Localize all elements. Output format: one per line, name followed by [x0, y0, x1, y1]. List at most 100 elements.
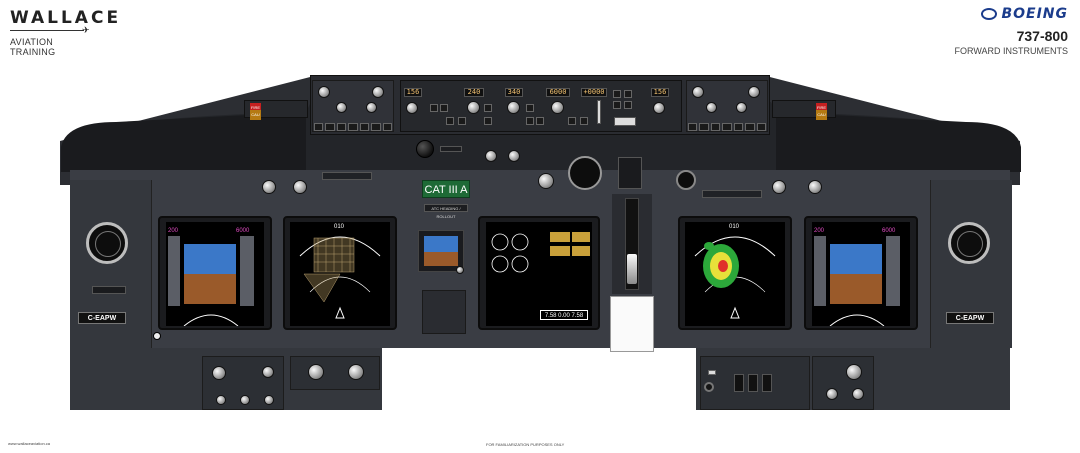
efis-data-button-left[interactable] — [359, 123, 370, 131]
autobrake-knob[interactable] — [538, 173, 554, 189]
fo-mfd-knob-lower[interactable] — [826, 388, 838, 400]
main-panel-du-knob-lower-right[interactable] — [846, 364, 862, 380]
ias-mach-readout: 240 — [464, 88, 484, 97]
fo-altitude-bug: 6000 — [882, 228, 896, 234]
cws-b-button[interactable] — [624, 101, 632, 109]
course-left-readout: 156 — [404, 88, 422, 97]
efis-data-button-right[interactable] — [733, 123, 744, 131]
aircraft-model: 737-800 — [1016, 28, 1068, 44]
course-knob-left[interactable] — [406, 102, 418, 114]
lvl-chg-button[interactable] — [484, 117, 492, 125]
fire-warn-button-right[interactable]: FIRE — [816, 103, 827, 113]
speed-knob[interactable] — [467, 101, 480, 114]
alt-hld-button[interactable] — [568, 117, 576, 125]
efis-wpt-button-right[interactable] — [710, 123, 721, 131]
eicas-fuel-readout: 7.58 0.00 7.58 — [540, 310, 588, 320]
course-knob-right[interactable] — [653, 102, 665, 114]
lower-du-selector-left[interactable] — [293, 180, 307, 194]
at-arm-switch[interactable] — [440, 104, 448, 112]
manufacturer-name: BOEING — [1001, 6, 1068, 22]
gpws-inop-light — [708, 370, 716, 375]
nd-mode-knob-right[interactable] — [706, 102, 717, 113]
fo-speed-bug: 200 — [814, 228, 825, 234]
flap-inhibit-switch[interactable] — [734, 374, 744, 392]
heading-knob[interactable] — [507, 101, 520, 114]
cmd-b-button[interactable] — [624, 90, 632, 98]
nd-range-knob-right[interactable] — [736, 102, 747, 113]
efis-sta-button-left[interactable] — [325, 123, 335, 131]
vor-loc-button[interactable] — [526, 117, 534, 125]
vs-button[interactable] — [580, 117, 588, 125]
nd-range-knob-left[interactable] — [366, 102, 377, 113]
gear-limit-placard — [610, 296, 654, 352]
captain-altitude-bug: 6000 — [236, 228, 250, 234]
standby-baro-knob[interactable] — [456, 266, 464, 274]
terrain-inhibit-switch[interactable] — [762, 374, 772, 392]
efis-terr-button-right[interactable] — [756, 123, 766, 131]
main-panel-du-selector-left[interactable] — [262, 180, 276, 194]
gear-inhibit-switch[interactable] — [748, 374, 758, 392]
baro-knob-left[interactable] — [372, 86, 384, 98]
fire-warn-button-left[interactable]: FIRE — [250, 103, 261, 113]
vnav-button[interactable] — [484, 104, 492, 112]
master-caution-right[interactable]: CAU — [816, 110, 827, 120]
minimums-knob-right[interactable] — [692, 86, 704, 98]
n1-set-knob[interactable] — [264, 395, 274, 405]
annunciator-row-right — [702, 190, 762, 198]
efis-pos-button-left[interactable] — [371, 123, 381, 131]
efis-wxr-button-right[interactable] — [688, 123, 698, 131]
landing-gear-lever[interactable] — [627, 254, 637, 284]
fo-clock-dial — [957, 231, 983, 257]
efis-arpt-button-right[interactable] — [722, 123, 732, 131]
nose-wheel-steering-switch[interactable] — [92, 286, 126, 294]
captain-heading-arc — [183, 314, 239, 326]
efis-terr-button-left[interactable] — [382, 123, 392, 131]
n1-set-selector[interactable] — [308, 364, 324, 380]
fo-efis-source-knob[interactable] — [508, 150, 520, 162]
lower-du-selector-right[interactable] — [772, 180, 786, 194]
efis-pos-button-right[interactable] — [745, 123, 755, 131]
cat-iii-subtitle: ATC HEADING / ROLLOUT — [424, 204, 468, 219]
vs-thumbwheel[interactable] — [597, 100, 601, 124]
time-elapsed-button[interactable] — [440, 146, 462, 152]
baro-knob-right[interactable] — [748, 86, 760, 98]
clock-icon[interactable] — [416, 140, 434, 158]
lnav-button[interactable] — [526, 104, 534, 112]
speed-button[interactable] — [458, 117, 466, 125]
sys-display-button[interactable] — [240, 395, 250, 405]
heading-readout: 340 — [505, 88, 523, 97]
master-caution-left[interactable]: CAU — [250, 110, 261, 120]
gpws-test-button[interactable] — [704, 382, 714, 392]
fd-switch-left[interactable] — [430, 104, 438, 112]
n1-button[interactable] — [446, 117, 454, 125]
captain-nd-heading-readout: 010 — [334, 224, 345, 230]
ap-disengage-bar[interactable] — [614, 117, 636, 126]
efis-wpt-button-left[interactable] — [336, 123, 347, 131]
fo-nd-weather-map — [694, 236, 776, 319]
cmd-a-button[interactable] — [613, 90, 621, 98]
captain-attitude-sky — [184, 244, 236, 274]
captain-nd-screen: 010 — [290, 222, 390, 326]
app-button[interactable] — [536, 117, 544, 125]
lower-du-knob[interactable] — [262, 366, 274, 378]
minimums-knob-left[interactable] — [318, 86, 330, 98]
captain-pfd-brightness-knob[interactable] — [153, 332, 161, 340]
efis-sta-button-right[interactable] — [699, 123, 709, 131]
fo-altitude-tape — [886, 236, 900, 306]
spd-ref-selector[interactable] — [348, 364, 364, 380]
fo-speed-tape — [814, 236, 826, 306]
efis-arpt-button-left[interactable] — [348, 123, 358, 131]
main-panel-du-knob-lower[interactable] — [212, 366, 226, 380]
efis-wxr-button-left[interactable] — [314, 123, 324, 131]
nd-mode-knob-left[interactable] — [336, 102, 347, 113]
annunciator-row-left — [322, 172, 372, 180]
altitude-knob[interactable] — [551, 101, 564, 114]
cws-a-button[interactable] — [613, 101, 621, 109]
fo-lower-knob[interactable] — [852, 388, 864, 400]
eng-display-button[interactable] — [216, 395, 226, 405]
main-panel-du-selector-right[interactable] — [808, 180, 822, 194]
fo-nd-heading-readout: 010 — [729, 224, 740, 230]
captain-efis-source-knob[interactable] — [485, 150, 497, 162]
vert-speed-readout: +0000 — [581, 88, 607, 97]
yaw-damper-indicator — [676, 170, 696, 190]
